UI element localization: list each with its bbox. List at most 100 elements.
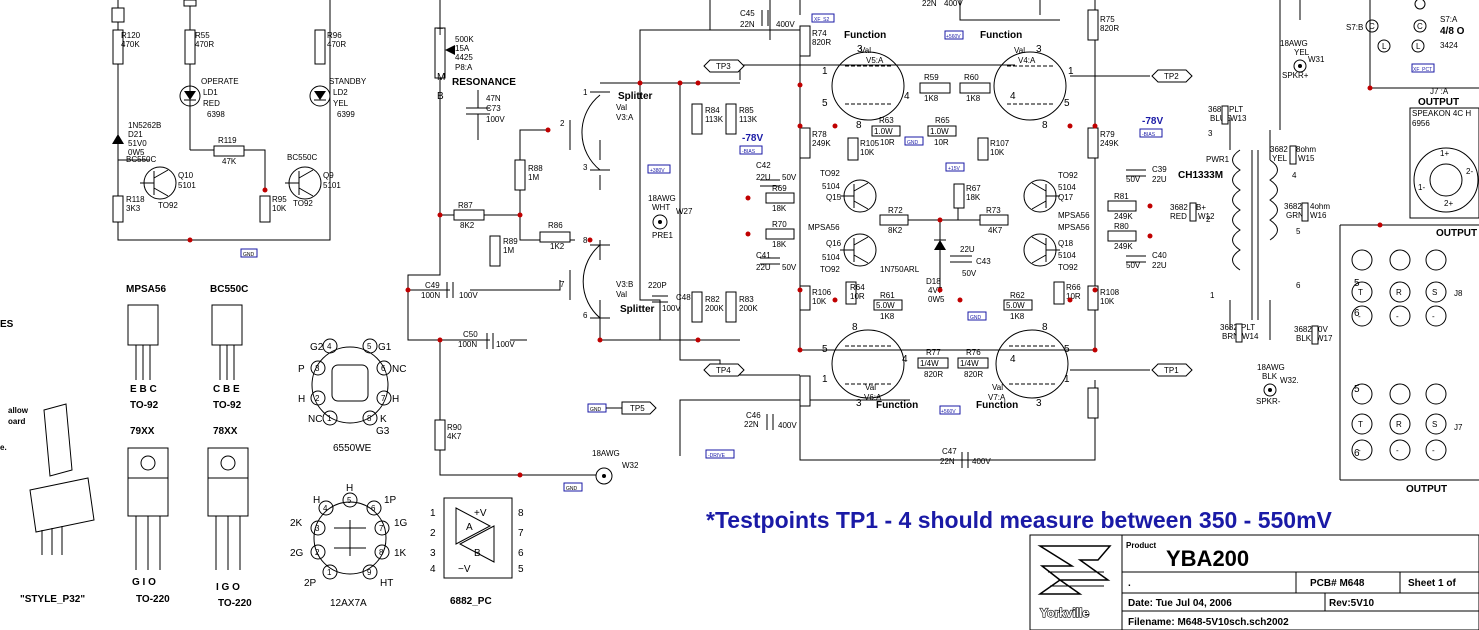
svg-text:Function: Function — [976, 400, 1018, 411]
svg-text:R80: R80 — [1114, 222, 1129, 231]
resistor-r76 — [1087, 387, 1099, 419]
svg-text:100V: 100V — [662, 304, 681, 313]
svg-text:1: 1 — [583, 88, 588, 97]
svg-text:−V: −V — [458, 564, 471, 575]
svg-text:1/4W: 1/4W — [960, 359, 979, 368]
r55-value: 470R — [195, 40, 214, 49]
svg-text:7: 7 — [560, 280, 565, 289]
resistor-r87 — [453, 209, 485, 221]
svg-text:Val: Val — [1014, 46, 1025, 55]
svg-text:400V: 400V — [944, 0, 963, 8]
svg-text:C42: C42 — [756, 161, 771, 170]
svg-text:oard: oard — [8, 417, 25, 426]
svg-text:820R: 820R — [924, 370, 943, 379]
svg-text:R67: R67 — [966, 184, 981, 193]
svg-text:W16: W16 — [1310, 211, 1327, 220]
svg-text:249K: 249K — [1100, 139, 1119, 148]
svg-text:3682: 3682 — [1270, 145, 1288, 154]
svg-text:BC550C: BC550C — [287, 153, 317, 162]
svg-text:1K8: 1K8 — [966, 94, 981, 103]
svg-text:6: 6 — [1354, 448, 1360, 459]
svg-text:22U: 22U — [756, 263, 771, 272]
svg-text:3682: 3682 — [1220, 323, 1238, 332]
svg-text:S7:B: S7:B — [1346, 23, 1363, 32]
svg-text:R83: R83 — [739, 295, 754, 304]
svg-text:8: 8 — [518, 508, 524, 519]
svg-text:R75: R75 — [1100, 15, 1115, 24]
resistor-r66 — [1003, 299, 1033, 311]
svg-text:3682: 3682 — [1284, 202, 1302, 211]
svg-text:4: 4 — [1292, 171, 1297, 180]
svg-text:RED: RED — [203, 99, 220, 108]
resistor-r96 — [314, 29, 326, 65]
opamp-pinout: A B +V −V 12 34 87 65 6882_PC — [430, 497, 524, 607]
resistor-r71 — [879, 214, 909, 226]
svg-text:9: 9 — [367, 568, 372, 577]
pot-shaft — [43, 403, 73, 477]
svg-text:R79: R79 — [1100, 130, 1115, 139]
svg-text:V7:A: V7:A — [988, 393, 1006, 402]
svg-text:L: L — [1382, 42, 1387, 51]
svg-text:W27: W27 — [676, 207, 693, 216]
svg-text:LD2: LD2 — [333, 88, 348, 97]
svg-text:4: 4 — [904, 91, 910, 102]
svg-text:TO92: TO92 — [293, 199, 313, 208]
svg-text:7: 7 — [518, 528, 524, 539]
svg-text:T: T — [1358, 288, 1363, 297]
svg-text:113K: 113K — [739, 115, 758, 124]
svg-text:1N750ARL: 1N750ARL — [880, 265, 920, 274]
reg79-tab — [127, 447, 169, 479]
svg-text:NC: NC — [392, 364, 406, 375]
resistor-r89 — [489, 235, 501, 267]
gnd-flag — [240, 248, 258, 258]
svg-text:100N: 100N — [458, 340, 477, 349]
svg-text:M: M — [437, 72, 445, 83]
svg-text:10K: 10K — [990, 148, 1005, 157]
pcb-number: PCB# M648 — [1310, 578, 1365, 589]
svg-text:J7 :A: J7 :A — [1430, 87, 1449, 96]
svg-text:1P: 1P — [384, 495, 397, 506]
svg-text:4: 4 — [323, 504, 328, 513]
svg-text:6: 6 — [1354, 308, 1360, 319]
svg-text:OPERATE: OPERATE — [201, 77, 239, 86]
svg-text:2K: 2K — [290, 518, 303, 529]
svg-text:Splitter: Splitter — [620, 304, 655, 315]
resistor-r85 — [725, 103, 737, 135]
svg-text:V6:A: V6:A — [864, 393, 882, 402]
svg-text:4K7: 4K7 — [447, 432, 462, 441]
svg-text:4: 4 — [430, 564, 436, 575]
svg-text:P8:A: P8:A — [455, 63, 473, 72]
svg-text:6956: 6956 — [1412, 119, 1430, 128]
tube-12ax7-pinout: 5 4 6 3 7 2 8 1 9 H H 1P 2K 1G 2G 1K 2P … — [290, 483, 408, 609]
svg-text:18K: 18K — [966, 193, 981, 202]
svg-text:PRE1: PRE1 — [652, 231, 673, 240]
svg-text:R82: R82 — [705, 295, 720, 304]
svg-text:2: 2 — [430, 528, 436, 539]
svg-text:R90: R90 — [447, 423, 462, 432]
svg-text:STANDBY: STANDBY — [329, 77, 367, 86]
svg-text:XF_PCT: XF_PCT — [1413, 67, 1432, 73]
svg-text:H: H — [392, 394, 399, 405]
svg-text:2-: 2- — [1466, 167, 1473, 176]
svg-text:R105: R105 — [860, 139, 880, 148]
svg-text:51V0: 51V0 — [128, 139, 147, 148]
svg-text:GND: GND — [970, 315, 982, 321]
svg-text:W15: W15 — [1298, 154, 1315, 163]
svg-text:8ohm: 8ohm — [1296, 145, 1316, 154]
svg-text:C47: C47 — [942, 447, 957, 456]
resonance-label: RESONANCE — [452, 77, 516, 88]
svg-text:+V: +V — [474, 508, 487, 519]
svg-text:4: 4 — [1010, 91, 1016, 102]
svg-text:+560V: +560V — [946, 34, 961, 40]
sheet-number: Sheet 1 of — [1408, 578, 1456, 589]
filename-field: Filename: M648-5V10sch.sch2002 — [1128, 617, 1289, 628]
svg-text:W31: W31 — [1308, 55, 1325, 64]
svg-text:4425: 4425 — [455, 53, 473, 62]
svg-text:3: 3 — [1036, 44, 1042, 55]
svg-text:22N: 22N — [740, 20, 755, 29]
output-jack-label-top: OUTPUT — [1436, 228, 1477, 239]
led-standby — [309, 85, 331, 107]
svg-text:5: 5 — [347, 496, 352, 505]
svg-text:R66: R66 — [1066, 283, 1081, 292]
svg-text:5101: 5101 — [178, 181, 196, 190]
